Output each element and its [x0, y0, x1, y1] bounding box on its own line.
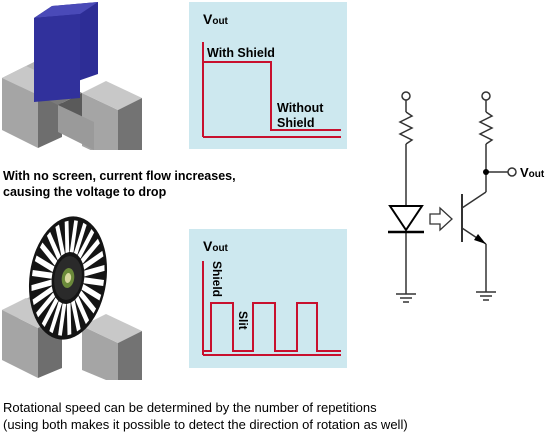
supply-terminal-left [401, 91, 411, 101]
disc-slit [36, 292, 56, 318]
disc-slit [80, 238, 100, 264]
slit-label: Slit [236, 311, 250, 330]
caption-no-screen-line2: causing the voltage to drop [3, 185, 167, 199]
vout-axis-label-2: Vout [203, 238, 229, 254]
vout-terminal [507, 167, 517, 177]
vout-graph-slit: Vout Shield Slit [189, 229, 347, 368]
shield-label: Shield [210, 261, 224, 297]
disc-slit [49, 301, 63, 334]
light-arrow-icon [429, 206, 453, 232]
interrupter-with-slit-disc-illustration [2, 216, 142, 380]
caption-rotational-speed-line1: Rotational speed can be determined by th… [3, 400, 377, 415]
vout-graph-shield: Vout With Shield Without Shield [189, 2, 347, 149]
disc-slit [78, 290, 97, 314]
disc-slit [39, 242, 58, 266]
vout-sub: out [212, 16, 228, 27]
disc-slit [69, 220, 78, 253]
vout-main-2: V [203, 238, 213, 254]
disc-slit [84, 265, 105, 277]
interrupter-with-plate-illustration [2, 2, 142, 150]
disc-slit [64, 220, 70, 254]
photo-interrupter-circuit: Vout [388, 91, 545, 303]
led-diode-symbol [388, 205, 424, 232]
caption-rotational-speed: Rotational speed can be determined by th… [3, 399, 559, 433]
caption-no-screen: With no screen, current flow increases, … [3, 168, 303, 200]
slit-disc [28, 216, 108, 340]
disc-slit [58, 303, 67, 336]
disc-slit [81, 284, 102, 301]
disc-slit [34, 255, 55, 272]
vout-axis-label: Vout [203, 11, 229, 27]
disc-slit [66, 302, 72, 336]
pulse-signal [203, 302, 341, 352]
disc-slit [31, 270, 53, 279]
disc-slit [41, 297, 59, 327]
with-shield-label: With Shield [207, 46, 275, 60]
disc-slit [32, 286, 53, 306]
disc-slit [73, 222, 87, 255]
disc-slit [83, 277, 105, 286]
vout-signal [203, 61, 341, 131]
caption-rotational-speed-line2: (using both makes it possible to detect … [3, 417, 408, 432]
circuit-vout-label: Vout [520, 165, 545, 180]
supply-terminal-right [481, 91, 491, 101]
resistor-right [478, 111, 494, 145]
disc-slit [55, 224, 65, 256]
disc-slit [77, 229, 95, 259]
without-shield-label-line2: Shield [277, 116, 315, 130]
resistor-left [398, 111, 414, 145]
disc-slit [83, 250, 104, 270]
caption-no-screen-line1: With no screen, current flow increases, [3, 169, 236, 183]
without-shield-label-line1: Without [277, 101, 324, 115]
disc-slit [71, 300, 81, 332]
vout-sub-2: out [212, 243, 228, 254]
disc-slit [46, 231, 61, 261]
disc-slit [31, 279, 52, 291]
disc-slit [75, 295, 90, 325]
vout-main: V [203, 11, 213, 27]
